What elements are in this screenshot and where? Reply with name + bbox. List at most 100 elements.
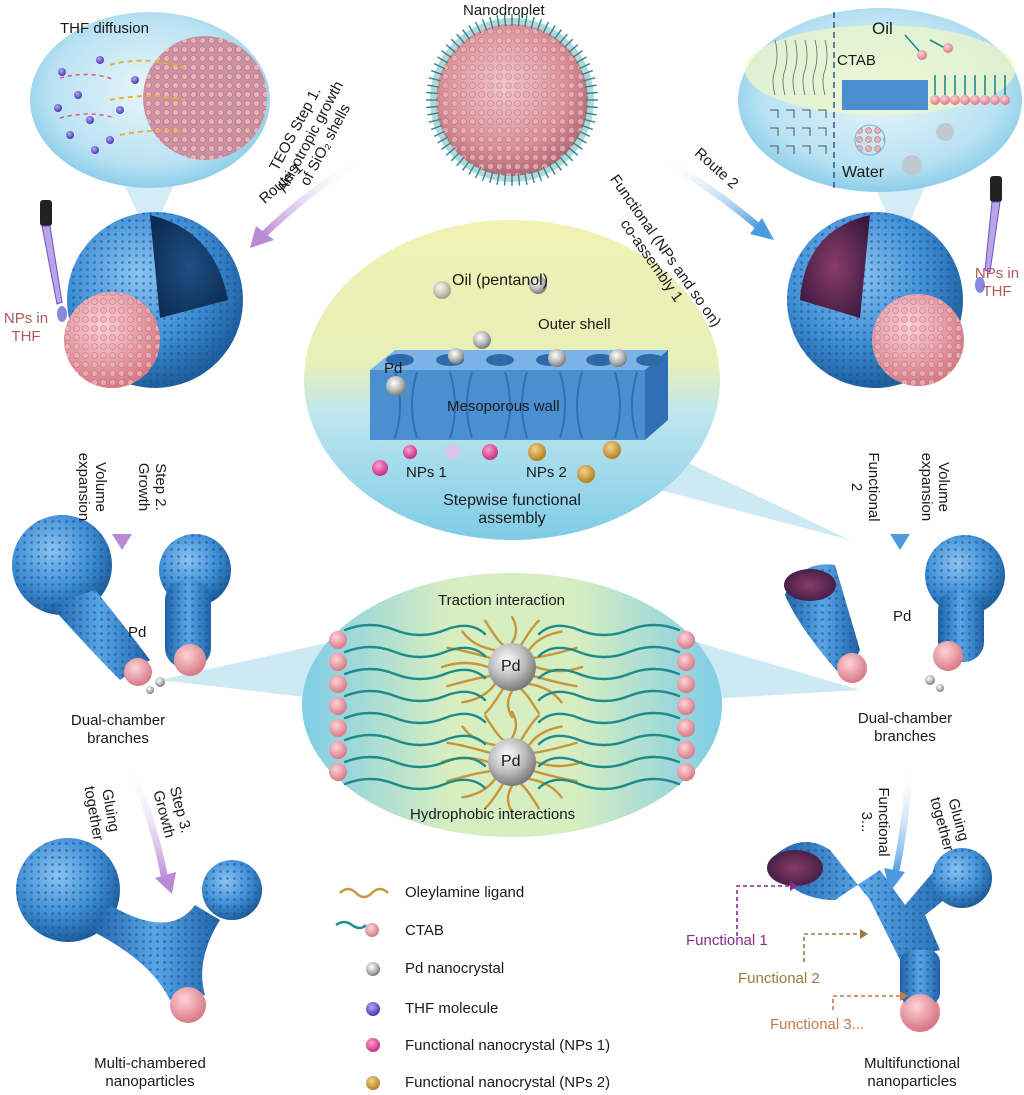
oleylamine-chain <box>527 725 563 747</box>
wall-channel <box>449 371 456 439</box>
left-step3-arrowhead <box>155 872 176 894</box>
thf-molecule <box>131 76 139 84</box>
nps2-icon <box>366 1076 380 1090</box>
ctab-spike <box>585 105 598 109</box>
nanodroplet-illustration <box>426 14 598 186</box>
left-dual-line1: Dual-chamber <box>70 712 166 729</box>
ctab-spike <box>536 169 543 182</box>
oleylamine-chain <box>484 619 505 647</box>
legend-nps2-label: Functional nanocrystal (NPs 2) <box>405 1074 611 1091</box>
si-o-bond <box>786 109 795 118</box>
legend-oleylamine-label: Oleylamine ligand <box>405 884 525 901</box>
legend-pd-label: Pd nanocrystal <box>405 960 505 977</box>
right-dropper-icon <box>975 176 1002 293</box>
pd-nanocrystal-1 <box>488 643 536 691</box>
ctab-head <box>677 741 695 759</box>
surfactant-chain <box>782 39 788 96</box>
left-step2-arrowhead <box>112 534 132 550</box>
ctab-spike <box>559 33 568 44</box>
surfactant-chain <box>792 39 798 96</box>
stepwise-caption: Stepwise functional assembly <box>412 492 612 528</box>
oleylamine-chain <box>484 714 505 742</box>
left-nps-in-thf-line2: THF <box>11 328 41 345</box>
oleylamine-chain <box>519 782 540 810</box>
ctab-spike <box>503 173 507 186</box>
thf-molecule <box>66 131 74 139</box>
nps1-label: NPs 1 <box>406 464 447 481</box>
ctab-chain <box>343 667 487 681</box>
mesoporous-wall-label: Mesoporous wall <box>447 398 560 415</box>
ctab-spike <box>575 56 587 64</box>
oleylamine-chain <box>510 615 518 645</box>
oleylamine-chain <box>527 630 563 652</box>
ctab-spike <box>572 50 583 59</box>
traction-interaction-label: Traction interaction <box>438 592 566 609</box>
left-step2-line1: Step 2. <box>152 463 169 511</box>
ctab-spike <box>433 63 446 70</box>
ctab-spike <box>481 18 488 31</box>
si-o-bond <box>818 109 827 118</box>
ctab-tail <box>904 34 921 53</box>
route1-arrow <box>259 156 362 239</box>
ctab-spike <box>445 147 456 156</box>
nanodroplet-label: Nanodroplet <box>463 2 545 19</box>
ctab-head <box>940 95 950 105</box>
surfactant-chain <box>802 39 808 96</box>
ctab-chain <box>537 623 681 637</box>
right-volume-expansion-label: Volume expansion <box>918 447 952 527</box>
right-step2-arrowhead <box>890 534 910 550</box>
functional1-callout: Functional 1 <box>686 932 768 949</box>
ctab-chain <box>343 623 487 637</box>
ctab-spike <box>517 14 521 27</box>
thf-diffusion-title: THF diffusion <box>60 20 149 37</box>
right-functional3-line1: Functional <box>875 787 892 857</box>
right-step3-arrow <box>891 764 914 876</box>
ctab-spike <box>524 15 528 28</box>
ctab-icon <box>335 920 367 930</box>
left-result-label: Multi-chambered nanoparticles <box>70 1055 230 1091</box>
ctab-head <box>329 631 347 649</box>
right-nps-in-thf-label: NPs in THF <box>970 265 1024 301</box>
wall-channel <box>576 371 583 439</box>
ctab-spike <box>524 172 528 185</box>
ctab-head <box>329 697 347 715</box>
ctab-spike <box>578 63 591 70</box>
interaction-bubble <box>160 573 860 837</box>
route2-arrowhead <box>750 218 774 240</box>
oleylamine-chain <box>446 769 492 783</box>
left-step3-arrow <box>126 763 169 881</box>
ctab-spike <box>517 173 521 186</box>
ctab-head <box>950 95 960 105</box>
functional1-callout-line <box>736 885 790 936</box>
ctab-spike <box>437 56 449 64</box>
right-dual-line1: Dual-chamber <box>857 710 953 727</box>
functional3-callout-head <box>900 991 908 1001</box>
si-o-bond <box>770 109 779 118</box>
wall-channel <box>411 371 418 439</box>
right-pd-label: Pd <box>893 608 912 625</box>
ctab-head <box>677 763 695 781</box>
ligand-chains <box>343 615 681 814</box>
oleylamine-chain <box>440 661 490 669</box>
right-dual-line2: branches <box>874 728 936 745</box>
ctab-spike <box>450 38 461 49</box>
si-o-bond <box>786 127 795 136</box>
thf-molecule <box>96 56 104 64</box>
si-o-bond <box>802 127 811 136</box>
legend-thf-label: THF molecule <box>405 1000 499 1017</box>
outer-shell-label: Outer shell <box>538 316 611 333</box>
surfactant-chain <box>772 39 778 96</box>
ctab-spike <box>585 91 598 95</box>
oleylamine-chain <box>519 619 540 647</box>
hydrophobic-interactions-label: Hydrophobic interactions <box>410 806 576 823</box>
si-o-bond <box>818 145 827 154</box>
ctab-spike <box>428 77 441 82</box>
oleylamine-chain <box>446 674 492 688</box>
ctab-spike <box>462 29 471 40</box>
wall-channel <box>631 371 638 439</box>
ctab-chain <box>537 711 681 725</box>
ctab-spike <box>584 112 597 116</box>
ctab-spike <box>584 84 597 88</box>
ctab-spike <box>475 166 482 179</box>
si-o-bond <box>770 145 779 154</box>
